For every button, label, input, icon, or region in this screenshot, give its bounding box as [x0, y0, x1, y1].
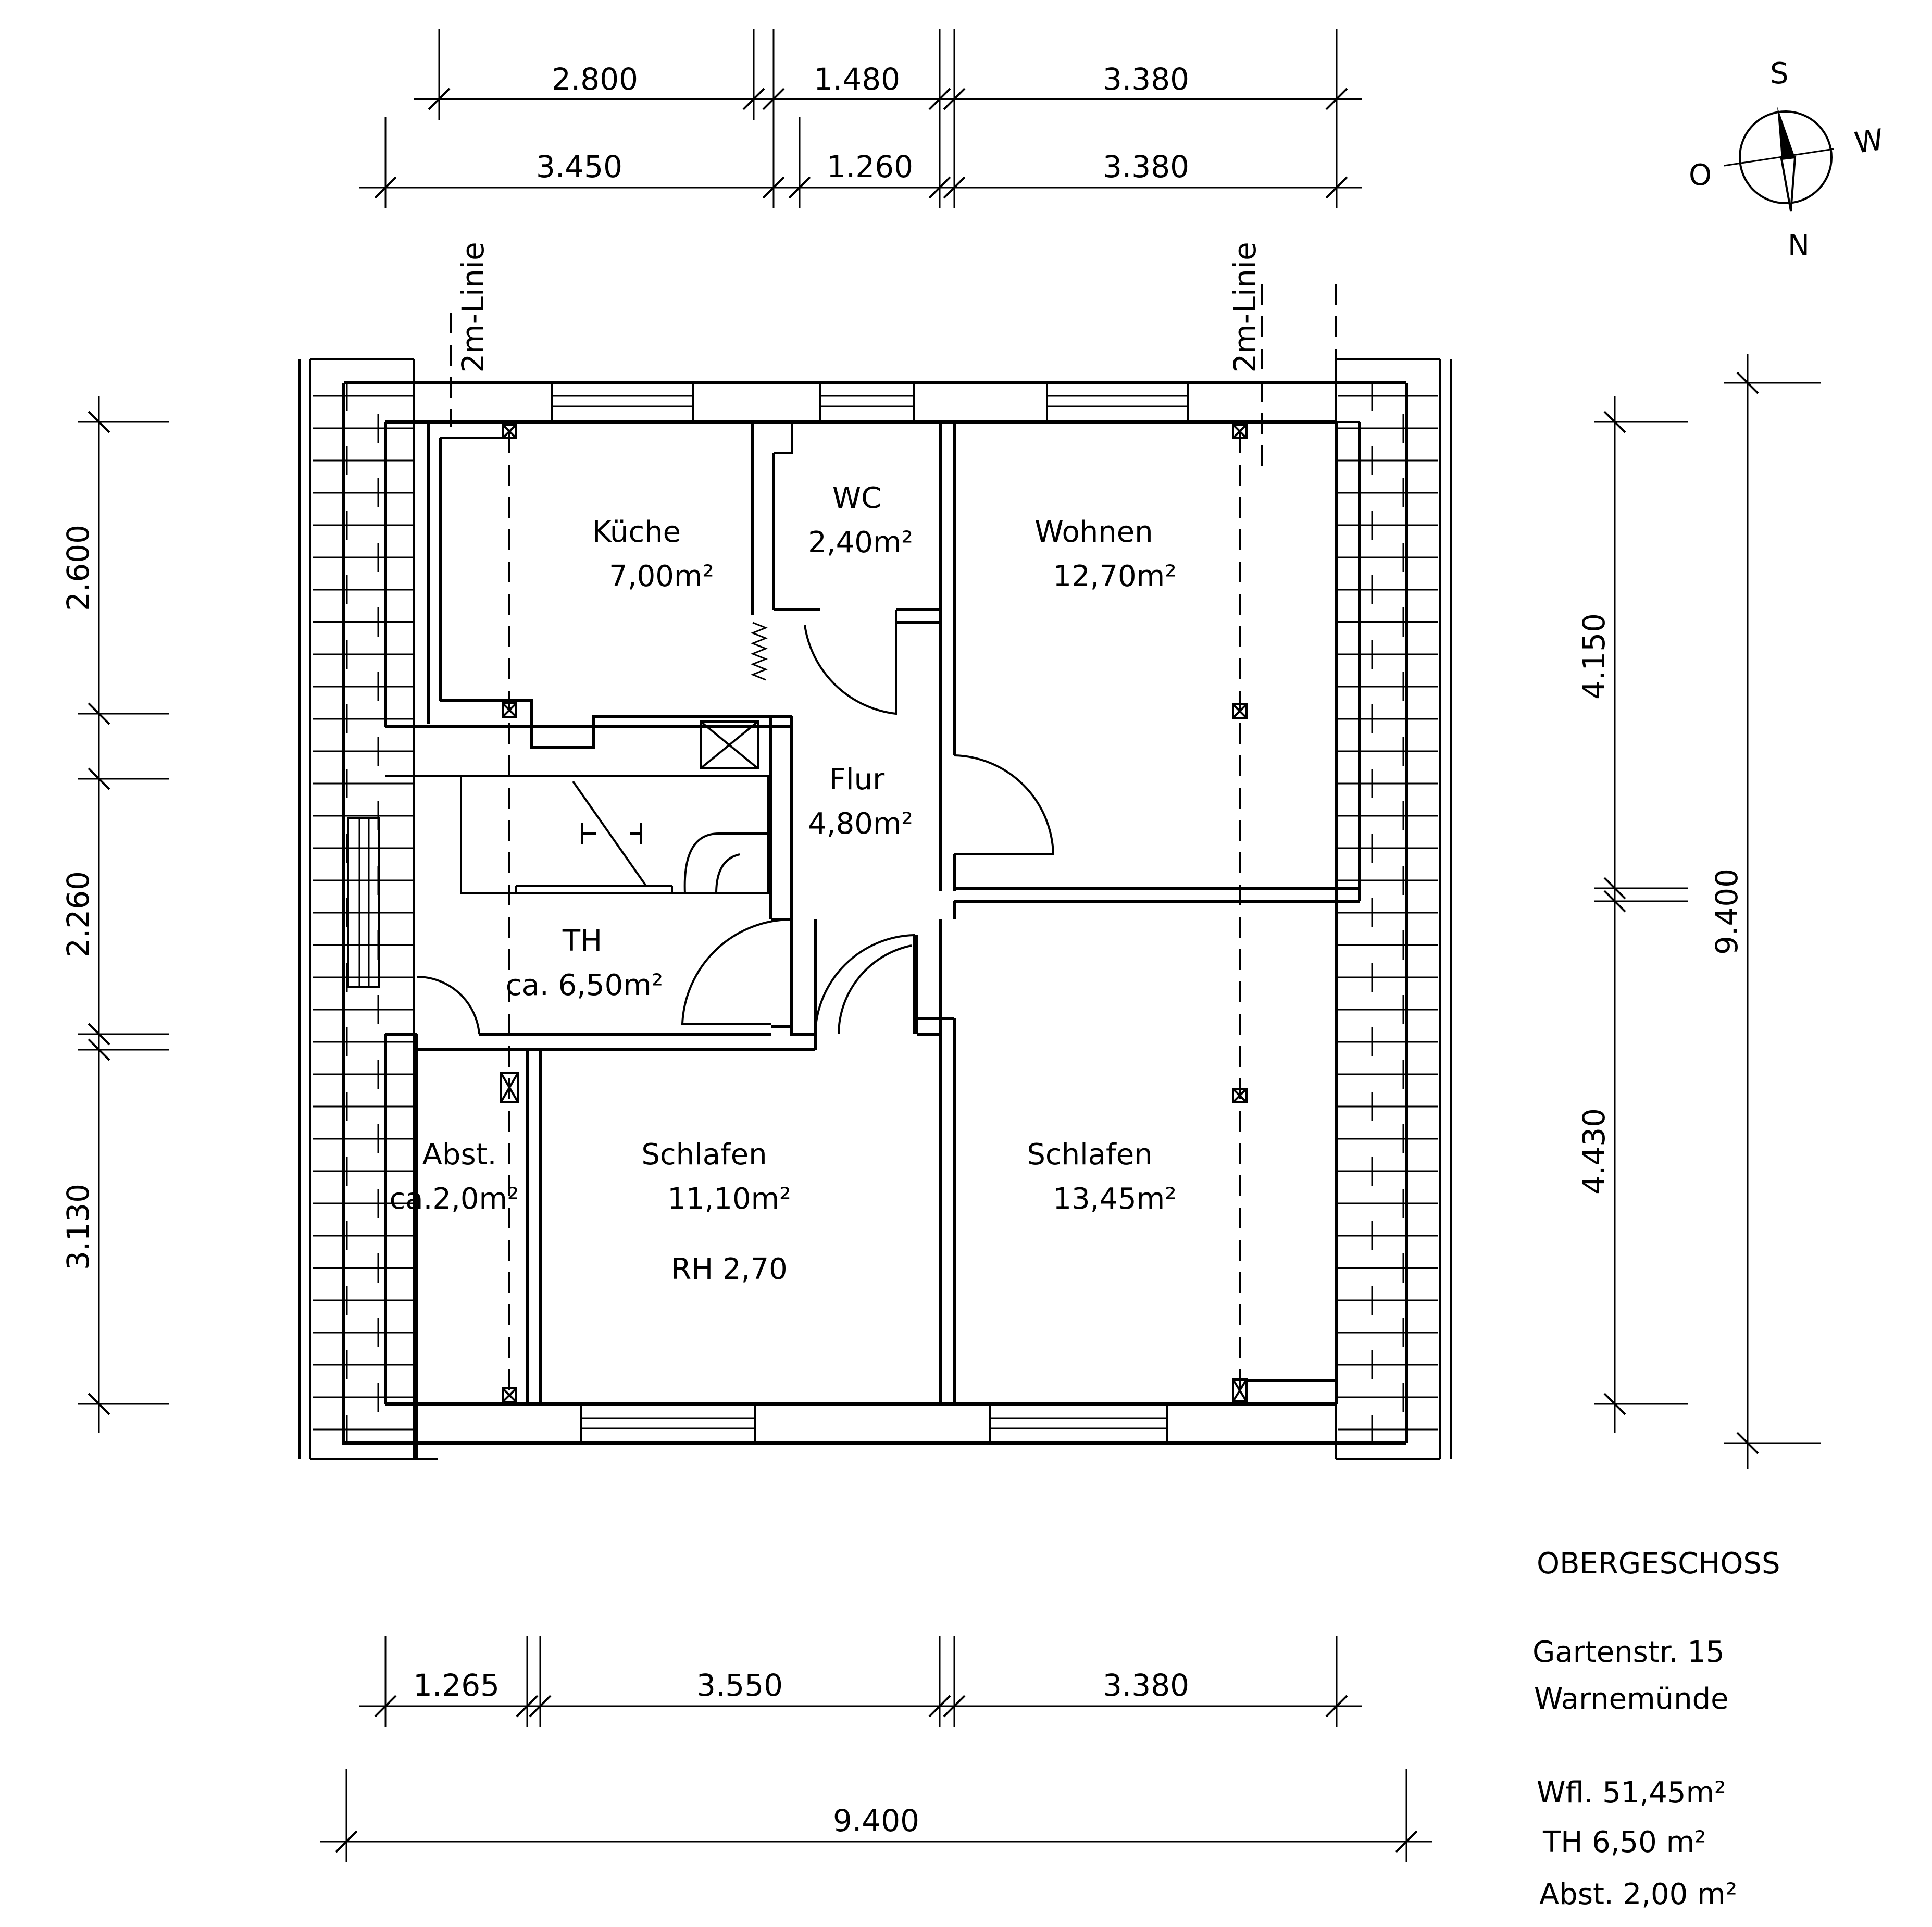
dimension-labels: 2.800 1.480 3.380 3.450 1.260 3.380 2.60… [60, 61, 1744, 1838]
dim-right-1: 4.150 [1576, 613, 1612, 700]
dim-right-2: 4.430 [1576, 1108, 1612, 1195]
staircase [460, 775, 769, 894]
dim-left-1: 2.600 [60, 525, 96, 611]
address-street: Gartenstr. 15 [1532, 1635, 1725, 1669]
dim-top-1: 2.800 [552, 61, 638, 97]
compass-o: O [1689, 158, 1712, 192]
room-flur-name: Flur [829, 763, 885, 797]
room-wohnen-area: 12,70m² [1053, 560, 1176, 593]
address-city: Warnemünde [1534, 1682, 1729, 1716]
room-schlafen1-name: Schlafen [641, 1138, 767, 1172]
dim-bottom-total: 9.400 [833, 1803, 919, 1838]
info-block: OBERGESCHOSS Gartenstr. 15 Warnemünde Wf… [1532, 1547, 1780, 1911]
dim-top-2: 1.480 [814, 61, 900, 97]
room-abst-area: ca.2,0m² [390, 1182, 519, 1216]
room-flur-area: 4,80m² [808, 807, 913, 841]
room-wohnen-name: Wohnen [1034, 515, 1153, 549]
room-schlafen1-area: 11,10m² [667, 1182, 791, 1216]
room-wc-area: 2,40m² [808, 526, 913, 560]
dim-left-2: 2.260 [60, 871, 96, 958]
dim-top-6: 3.380 [1103, 149, 1189, 184]
two-meter-line-label-right: 2m-Linie [1227, 242, 1263, 372]
dim-top-4: 3.450 [536, 149, 622, 184]
room-kueche-name: Küche [592, 515, 681, 549]
area-wfl: Wfl. 51,45m² [1537, 1776, 1726, 1810]
dim-top-5: 1.260 [827, 149, 913, 184]
two-meter-lines: 2m-Linie 2m-Linie [450, 242, 1337, 469]
walls [342, 381, 1408, 1459]
dim-right-total: 9.400 [1709, 868, 1744, 955]
dim-bottom-1: 1.265 [413, 1668, 500, 1703]
room-th-area: ca. 6,50m² [506, 968, 663, 1002]
area-abst: Abst. 2,00 m² [1539, 1878, 1737, 1911]
room-schlafen2-area: 13,45m² [1053, 1182, 1176, 1216]
room-schlafen2-name: Schlafen [1027, 1138, 1152, 1172]
purlin-lines [500, 424, 1337, 1403]
compass-n: N [1788, 229, 1810, 263]
compass: S W O N [1689, 57, 1886, 263]
room-labels: Küche 7,00m² WC 2,40m² Wohnen 12,70m² Fl… [390, 481, 1177, 1286]
dim-top-3: 3.380 [1103, 61, 1189, 97]
dim-bottom-3: 3.380 [1103, 1668, 1189, 1703]
compass-s: S [1770, 57, 1789, 91]
brick-pattern-right [1338, 381, 1438, 1444]
room-abst-name: Abst. [422, 1138, 497, 1172]
room-schlafen1-height: RH 2,70 [671, 1252, 788, 1286]
doors [416, 610, 1055, 1035]
radiator-icon [750, 621, 768, 681]
brick-pattern-left [313, 381, 413, 1444]
room-th-name: TH [562, 924, 602, 958]
room-wc-name: WC [832, 481, 881, 515]
floor-title: OBERGESCHOSS [1537, 1547, 1780, 1581]
room-kueche-area: 7,00m² [609, 560, 714, 593]
dim-bottom-2: 3.550 [696, 1668, 783, 1703]
compass-w: W [1852, 123, 1886, 160]
dim-left-3: 3.130 [60, 1184, 96, 1270]
area-th: TH 6,50 m² [1542, 1825, 1706, 1859]
roof-edges [298, 358, 1452, 1460]
dimension-lines [78, 29, 1821, 1862]
two-meter-line-label-left: 2m-Linie [455, 242, 491, 372]
